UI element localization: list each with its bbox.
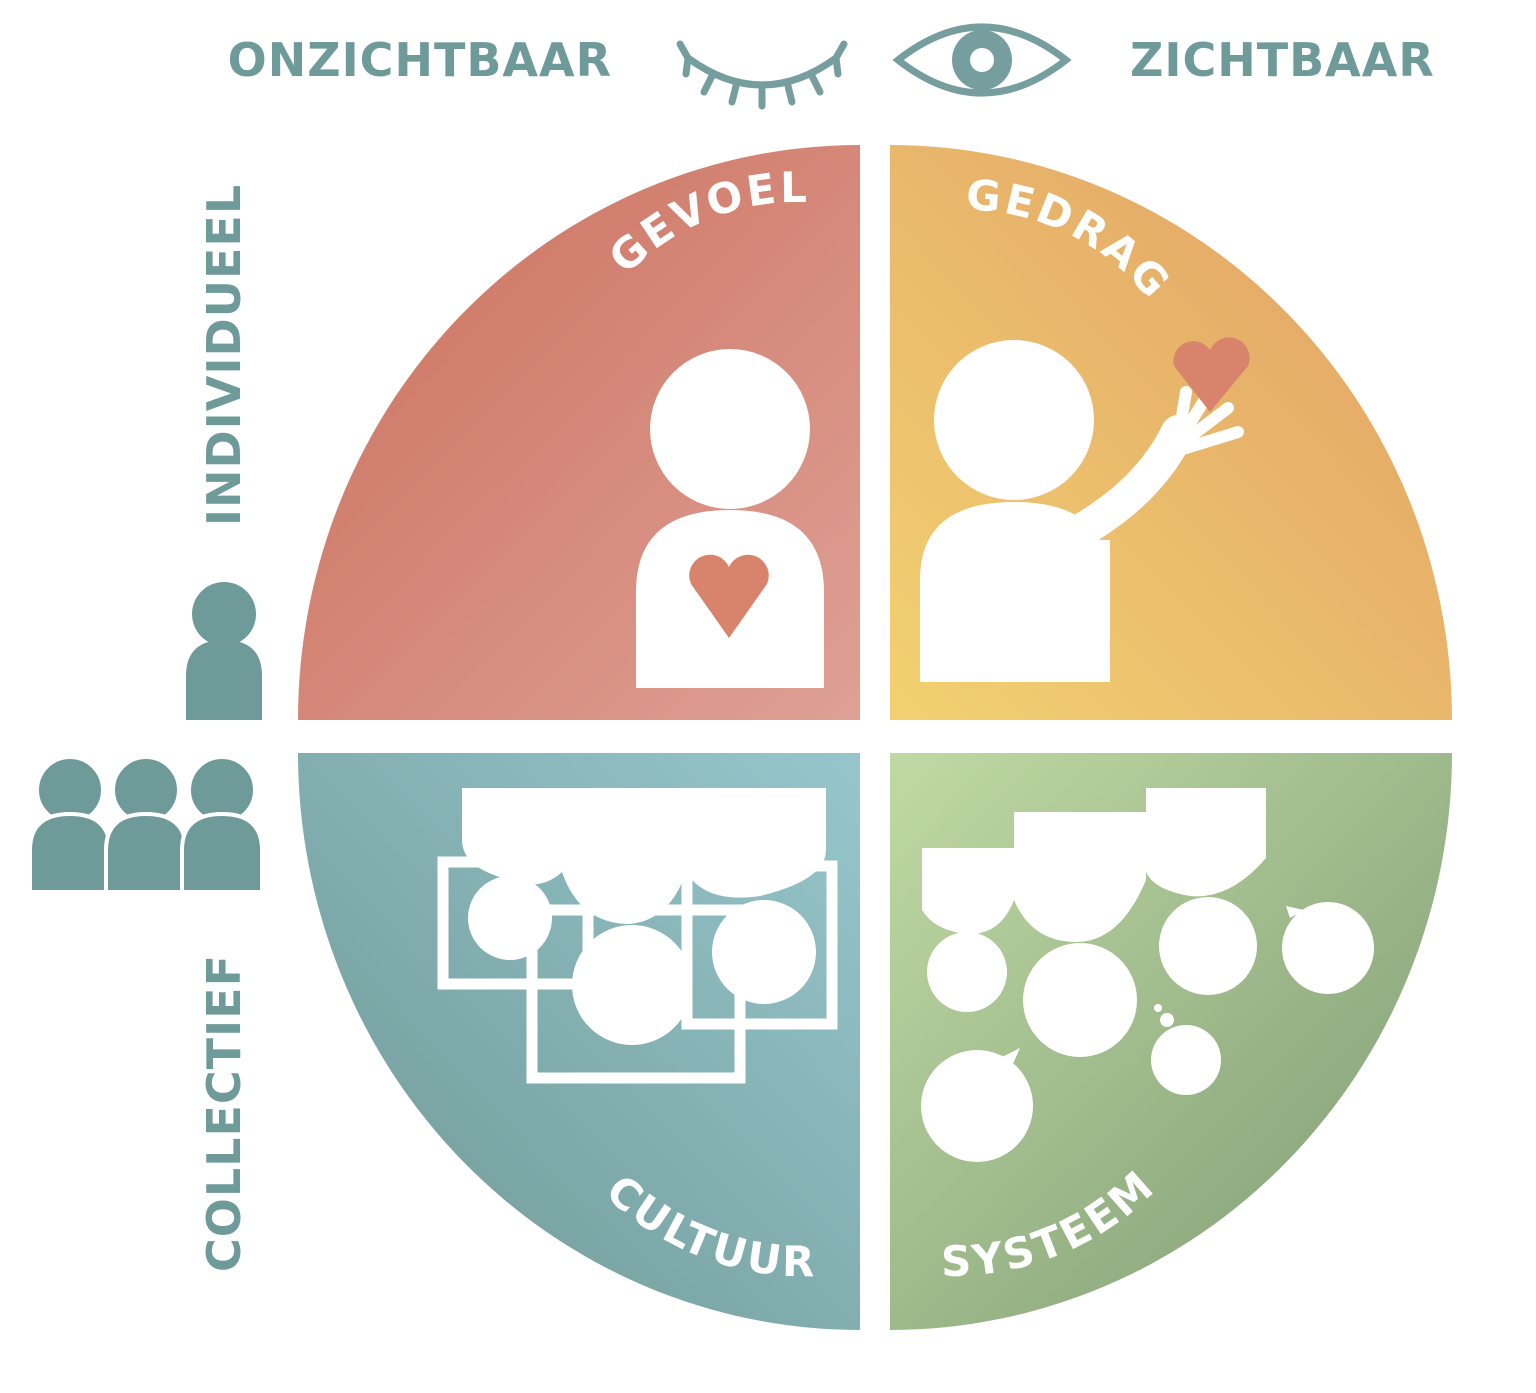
collectief-label: COLLECTIEF xyxy=(197,954,251,1272)
talking-group-icon xyxy=(921,788,1374,1162)
individueel-label: INDIVIDUEEL xyxy=(197,184,251,526)
framed-group-icon xyxy=(437,788,838,1084)
person-waving-heart-icon xyxy=(920,337,1250,682)
heart-icon xyxy=(689,554,769,638)
closed-eye-icon xyxy=(676,40,848,110)
heart-icon xyxy=(1173,337,1250,412)
open-eye-icon xyxy=(892,23,1072,97)
single-person-icon xyxy=(186,582,262,720)
onzichtbaar-label: ONZICHTBAAR xyxy=(228,33,612,87)
zichtbaar-label: ZICHTBAAR xyxy=(1130,33,1435,87)
group-people-icon xyxy=(28,755,264,894)
person-with-heart-icon xyxy=(636,349,824,688)
